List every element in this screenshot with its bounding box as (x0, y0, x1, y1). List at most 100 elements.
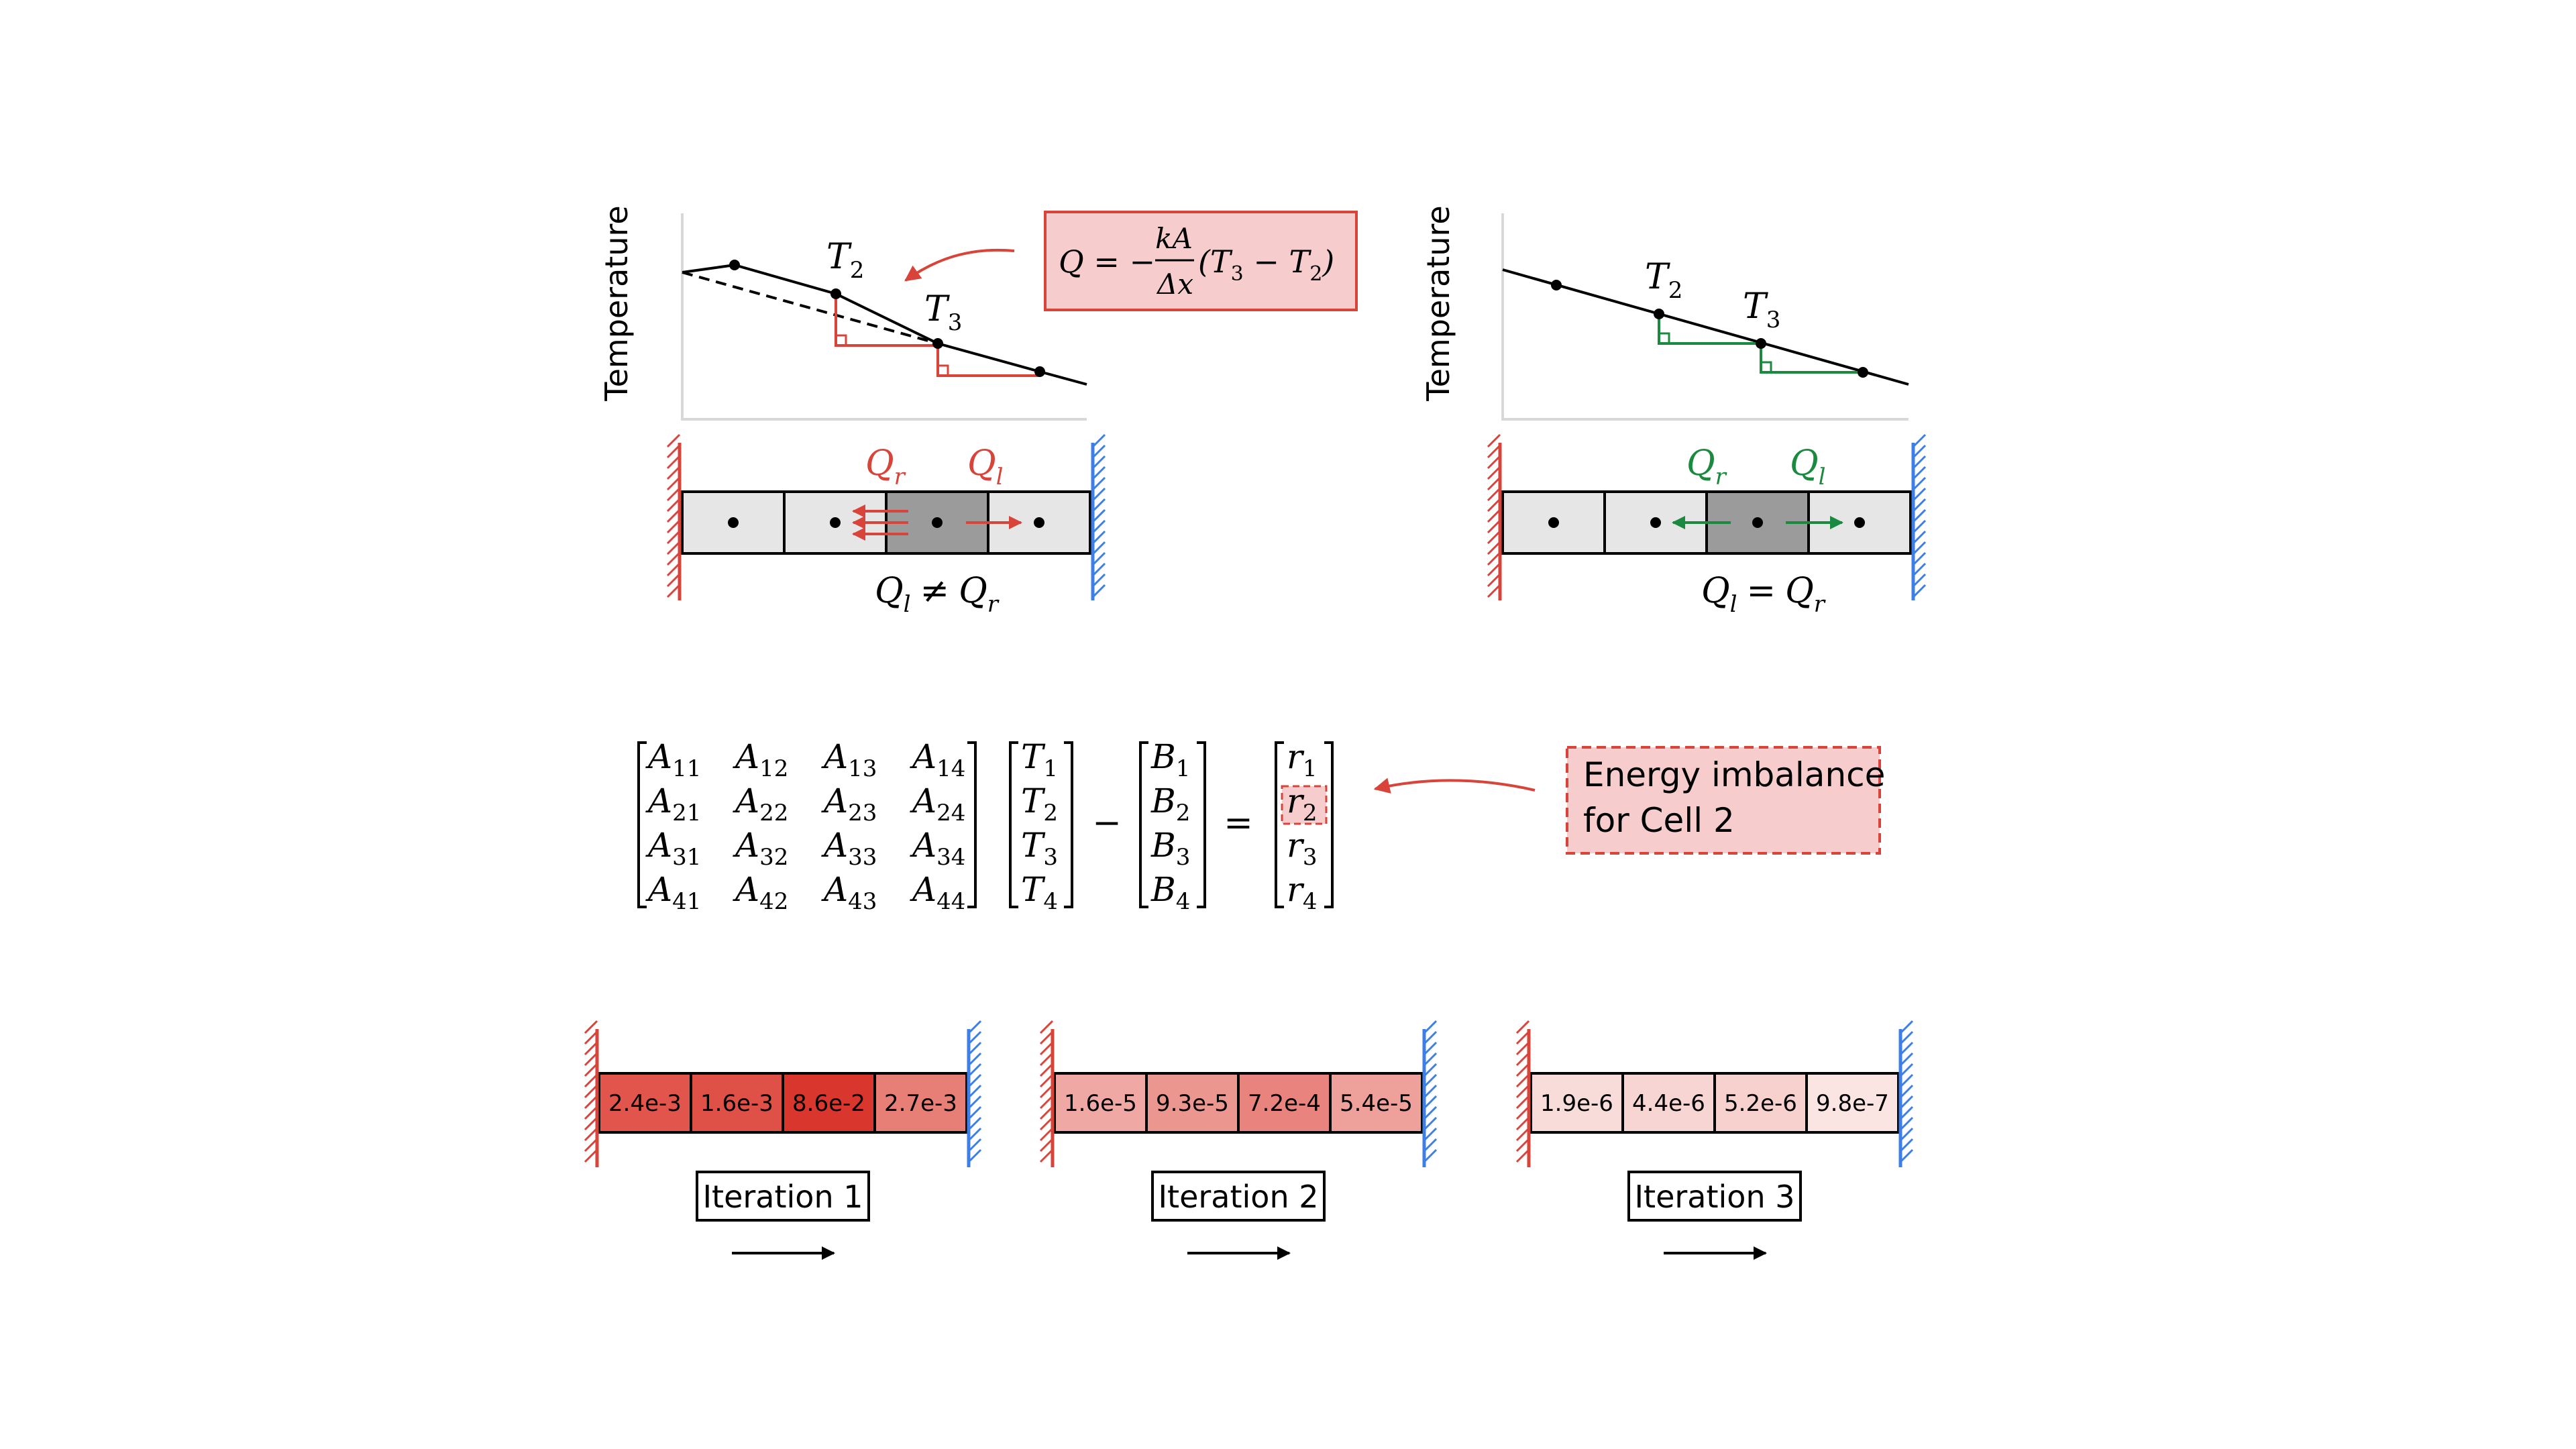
cell-center (728, 517, 739, 528)
data-point (1034, 366, 1045, 377)
matrix-a-entry: A11 (645, 737, 701, 782)
data-point-t3 (932, 338, 943, 349)
cold-wall-right (1898, 1020, 1914, 1167)
residual-value: 1.9e-6 (1540, 1090, 1613, 1117)
hot-wall-left (584, 1020, 599, 1167)
data-point-t2 (1654, 309, 1664, 319)
cell-bar-equilibrium (1501, 490, 1912, 555)
dashed-trend-line (682, 271, 938, 345)
hot-wall-left (1515, 1020, 1531, 1167)
iteration-label-box (696, 1171, 870, 1222)
matrix-a-right-bracket (967, 741, 977, 908)
data-point (1858, 367, 1868, 378)
matrix-a-entry: A44 (910, 870, 965, 915)
residual-cell (782, 1072, 876, 1134)
cell-center (1854, 517, 1865, 528)
vector-b-left-bracket (1139, 741, 1148, 908)
data-point-t2 (830, 288, 841, 299)
residual-value: 9.8e-7 (1816, 1090, 1889, 1117)
residual-value: 2.4e-3 (608, 1090, 682, 1117)
matrix-a-entry: A24 (910, 782, 965, 826)
residual-value: 9.3e-5 (1156, 1090, 1229, 1117)
hot-wall-left (1039, 1020, 1055, 1167)
formula-rhs: (T3 − T2) (1198, 244, 1334, 286)
vector-b-entry: B2 (1150, 782, 1190, 826)
data-point (729, 260, 740, 270)
r2-highlight-box (1281, 785, 1328, 825)
axes (681, 213, 1087, 421)
residual-value: 5.4e-5 (1340, 1090, 1413, 1117)
residual-cell (1329, 1072, 1424, 1134)
data-point-t3 (1756, 338, 1766, 349)
cell-center (1548, 517, 1559, 528)
panel-top-right: Temperature T2 T3 Qr Ql Ql=Qr (1420, 205, 1912, 618)
temperature-profile-line (682, 263, 1087, 386)
matrix-a-entry: A42 (733, 870, 788, 915)
minus-sign: − (1092, 803, 1122, 843)
slope-marker-2 (938, 364, 949, 376)
vector-r-entry: r1 (1287, 737, 1318, 782)
balance-caption: Ql≠Qr (875, 571, 1000, 618)
vector-b-entry: B3 (1150, 826, 1190, 871)
matrix-a-entry: A43 (821, 870, 877, 915)
residual-value: 1.6e-3 (700, 1090, 773, 1117)
residual-value: 5.2e-6 (1724, 1090, 1797, 1117)
vector-t-entry: T1 (1021, 737, 1058, 782)
formula-lhs: Q = − (1059, 244, 1155, 280)
vector-r-right-bracket (1324, 741, 1334, 908)
formula-numerator: kA (1155, 222, 1193, 255)
ql-label: Ql (967, 443, 1004, 490)
cell-1 (1501, 490, 1606, 555)
slope-triangle-2 (1760, 343, 1863, 374)
residual-cell (1053, 1072, 1148, 1134)
t2-label: T2 (826, 237, 864, 284)
axes (1501, 213, 1909, 421)
slope-marker-2 (1761, 361, 1772, 372)
t2-label: T2 (1645, 257, 1682, 304)
matrix-a-entry: A31 (645, 826, 701, 871)
vector-r-entry: r4 (1287, 870, 1318, 915)
matrix-a-entry: A23 (821, 782, 877, 826)
hot-wall-left (1487, 433, 1502, 600)
callout-pointer-arrow (1373, 777, 1536, 794)
slope-triangle-1 (835, 294, 938, 347)
cold-wall-right (1911, 433, 1927, 600)
matrix-a-entry: A12 (733, 737, 788, 782)
formula-denominator: Δx (1156, 268, 1193, 301)
residual-cell (1145, 1072, 1240, 1134)
residual-value: 8.6e-2 (792, 1090, 865, 1117)
vector-t-entry: T3 (1021, 826, 1058, 871)
residual-value: 2.7e-3 (884, 1090, 957, 1117)
slope-marker-1 (836, 334, 847, 345)
panel-top-left: Temperature T2 T3 Q = − kA Δx (T3 − T2) (598, 205, 1358, 618)
cold-wall-right (1091, 433, 1106, 600)
vector-r-entry: r2 (1287, 782, 1318, 826)
matrix-a-entry: A34 (910, 826, 965, 871)
t3-label: T3 (924, 289, 962, 336)
vector-t-right-bracket (1064, 741, 1073, 908)
vector-b-entry: B4 (1150, 870, 1190, 915)
cell-center (830, 517, 841, 528)
matrix-a-entry: A41 (645, 870, 701, 915)
data-point (1551, 280, 1562, 290)
iteration-label: Iteration 2 (1158, 1179, 1318, 1215)
vector-b-right-bracket (1197, 741, 1206, 908)
residual-value: 7.2e-4 (1248, 1090, 1321, 1117)
iteration-label-box (1151, 1171, 1326, 1222)
qr-label: Qr (865, 443, 906, 490)
vector-t-left-bracket (1009, 741, 1018, 908)
hot-wall-left (666, 433, 682, 600)
flux-formula-box (1044, 211, 1358, 311)
walls-top (666, 433, 1927, 600)
cell-bar-nonequilibrium (681, 490, 1091, 555)
callout-line-1: Energy imbalance (1583, 755, 1885, 794)
vector-b-entry: B1 (1150, 737, 1190, 782)
slope-marker-1 (1659, 332, 1670, 343)
